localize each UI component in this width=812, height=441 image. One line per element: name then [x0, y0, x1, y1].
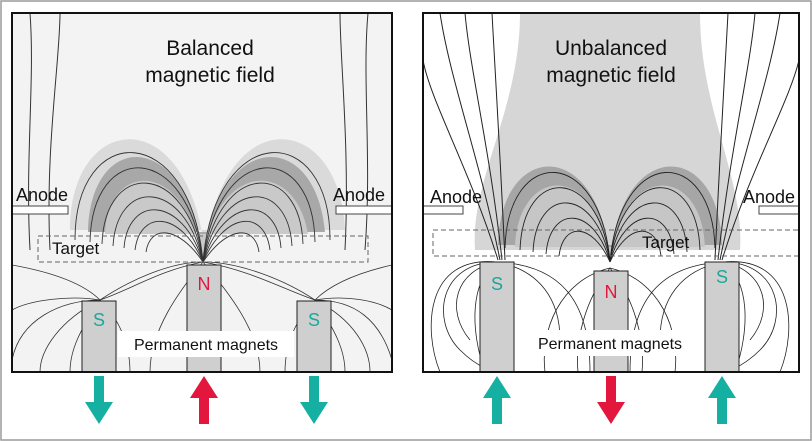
anode-right-label: Anode [743, 187, 795, 207]
magnet-pole-n: N [605, 282, 618, 302]
magnets-label: Permanent magnets [538, 336, 682, 353]
magnet-s-left [479, 261, 515, 372]
magnet-pole-s-right: S [308, 310, 320, 330]
panel-border [11, 12, 393, 373]
magnets-label-bg [520, 330, 700, 356]
magnet-s-left [81, 300, 117, 372]
anode-right-plate [335, 205, 392, 215]
magnet-s-right [296, 300, 332, 372]
arrow-down-right [300, 376, 328, 424]
magnet-pole-s-right: S [716, 267, 728, 287]
anode-left-plate [423, 205, 464, 215]
anode-left-label: Anode [430, 187, 482, 207]
magnet-pole-s-left: S [93, 310, 105, 330]
arrow-up-left [483, 376, 511, 424]
anode-left-plate [12, 205, 69, 215]
arrow-up-right [708, 376, 736, 424]
arrow-down-left [85, 376, 113, 424]
anode-right-label: Anode [333, 185, 385, 205]
target-label: Target [52, 239, 100, 258]
anode-right-plate [758, 205, 799, 215]
target-outline [37, 235, 369, 263]
target-outline [432, 229, 799, 257]
panel-balanced: Balanced magnetic field Anode Anode Targ… [11, 12, 393, 424]
arrow-down-center [597, 376, 625, 424]
title-line2: magnetic field [145, 64, 275, 87]
title-line1: Balanced [166, 37, 254, 60]
target-label: Target [642, 233, 690, 252]
panel-unbalanced: Unbalanced magnetic field Anode Anode Ta… [422, 12, 800, 424]
magnet-s-right [704, 261, 740, 372]
field-region-inner [105, 180, 308, 260]
title-line1: Unbalanced [555, 37, 667, 60]
anode-left-label: Anode [16, 185, 68, 205]
magnets-label-bg [118, 331, 294, 357]
magnet-pole-s-left: S [491, 274, 503, 294]
magnets-label: Permanent magnets [134, 337, 278, 354]
panel-border [422, 12, 800, 373]
magnet-pole-n: N [198, 274, 211, 294]
title-line2: magnetic field [546, 64, 676, 87]
arrow-up-center [190, 376, 218, 424]
